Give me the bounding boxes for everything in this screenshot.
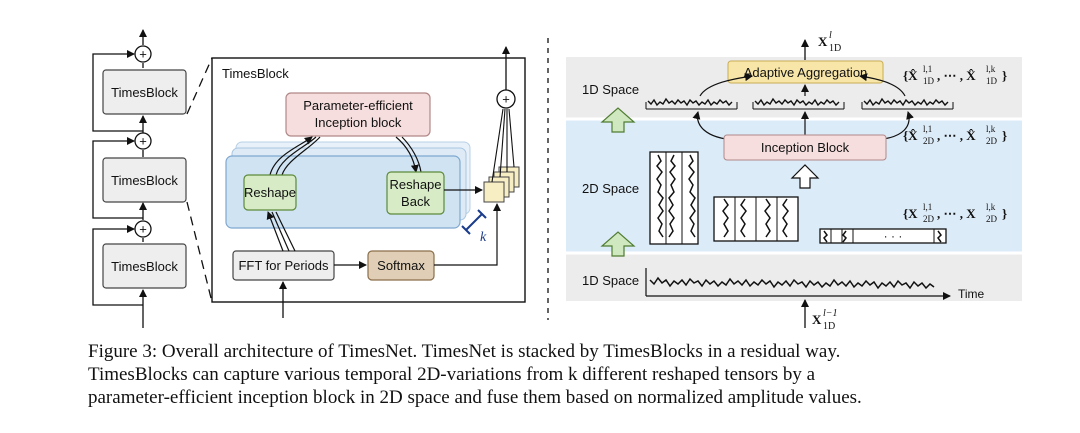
svg-text:Reshape: Reshape — [389, 177, 441, 192]
output-label: X l 1D — [818, 30, 841, 54]
svg-text:X: X — [818, 34, 828, 49]
param-efficient-inception-block: Parameter-efficient Inception block — [285, 92, 431, 137]
timesblock-stack: + + + TimesBlock TimesBlock TimesBlock — [92, 29, 187, 328]
k-outputs-stack — [483, 166, 520, 203]
label-2d-space: 2D Space — [582, 181, 639, 196]
aggregate-add — [496, 89, 516, 109]
caption-line-1: Figure 3: Overall architecture of TimesN… — [88, 341, 841, 362]
svg-text:+: + — [139, 222, 147, 237]
right-panel: X l 1D Adaptive Aggregation 1D Space 2D … — [566, 30, 1022, 332]
svg-text:2D: 2D — [986, 214, 998, 224]
reshape-box: Reshape — [243, 174, 297, 211]
svg-text:1D: 1D — [829, 43, 841, 54]
svg-text:l,1: l,1 — [923, 64, 932, 74]
svg-text:}: } — [1002, 206, 1007, 221]
residual-add-1 — [134, 45, 152, 63]
svg-text:TimesBlock: TimesBlock — [111, 85, 178, 100]
set-1d-hat: {X̂ l,1 1D , ⋯ , X̂ l,k 1D } — [903, 64, 1007, 86]
figure-caption: Figure 3: Overall architecture of TimesN… — [88, 340, 1018, 409]
svg-text:1D: 1D — [923, 76, 935, 86]
timesblock-bottom: TimesBlock — [102, 243, 187, 289]
svg-text:, ⋯ , X: , ⋯ , X — [937, 206, 976, 221]
tensor-2d-1 — [649, 151, 699, 245]
timesblock-detail: TimesBlock + Parameter-efficient Incepti… — [211, 46, 526, 318]
svg-text:l,k: l,k — [986, 202, 996, 212]
svg-text:X: X — [812, 312, 822, 327]
svg-text:Inception block: Inception block — [315, 115, 402, 130]
svg-text:1D: 1D — [986, 76, 998, 86]
input-1d-series: Time — [645, 268, 985, 301]
svg-text:Adaptive Aggregation: Adaptive Aggregation — [744, 65, 868, 80]
inception-block-box: Inception Block — [723, 134, 887, 161]
timesblock-top: TimesBlock — [102, 69, 187, 115]
input-label: X l−1 1D — [812, 308, 838, 332]
svg-text:+: + — [139, 134, 147, 149]
svg-text:l,1: l,1 — [923, 124, 932, 134]
k-indicator: k — [461, 209, 487, 245]
reconstructed-1d-series — [645, 73, 954, 110]
svg-text:}: } — [1002, 68, 1007, 83]
svg-text:l: l — [829, 30, 832, 41]
svg-text:2D: 2D — [923, 136, 935, 146]
caption-line-3: parameter-efficient inception block in 2… — [88, 387, 862, 408]
svg-text:Inception Block: Inception Block — [761, 140, 850, 155]
hollow-up-arrow-icon — [790, 164, 820, 189]
svg-text:{X: {X — [903, 206, 918, 221]
svg-text:FFT for Periods: FFT for Periods — [238, 258, 329, 273]
svg-text:k: k — [480, 230, 487, 245]
label-1d-space-bottom: 1D Space — [582, 273, 639, 288]
svg-text:, ⋯ , X̂: , ⋯ , X̂ — [937, 68, 976, 83]
svg-text:Back: Back — [401, 194, 430, 209]
tensor-2d-k: · · · — [819, 228, 947, 244]
svg-text:TimesBlock: TimesBlock — [111, 173, 178, 188]
time-axis-label: Time — [958, 287, 985, 301]
svg-text:l,k: l,k — [986, 64, 996, 74]
svg-text:1D: 1D — [823, 321, 835, 332]
svg-text:}: } — [1002, 128, 1007, 143]
label-1d-space-top: 1D Space — [582, 82, 639, 97]
detail-title: TimesBlock — [222, 66, 289, 81]
svg-text:{X̂: {X̂ — [903, 68, 918, 83]
svg-text:2D: 2D — [986, 136, 998, 146]
reshape-back-box: Reshape Back — [386, 171, 445, 215]
fft-for-periods-box: FFT for Periods — [232, 250, 335, 281]
zoom-line-bottom — [186, 201, 213, 303]
set-2d: {X l,1 2D , ⋯ , X l,k 2D } — [903, 202, 1007, 224]
timesblock-middle: TimesBlock — [102, 157, 187, 203]
svg-text:{X̂: {X̂ — [903, 128, 918, 143]
svg-text:· · ·: · · · — [884, 229, 903, 243]
timesnet-architecture-diagram: + + + TimesBlock TimesBlock TimesBlock T… — [92, 29, 1022, 332]
residual-add-2 — [134, 132, 152, 150]
svg-text:Softmax: Softmax — [377, 258, 425, 273]
up-arrow-icon — [600, 107, 636, 133]
zoom-line-top — [186, 57, 213, 115]
svg-text:l,1: l,1 — [923, 202, 932, 212]
svg-text:+: + — [502, 92, 510, 107]
set-2d-hat: {X̂ l,1 2D , ⋯ , X̂ l,k 2D } — [903, 124, 1007, 146]
softmax-box: Softmax — [367, 250, 435, 281]
adaptive-aggregation-box: Adaptive Aggregation — [727, 60, 884, 84]
tensor-2d-2 — [713, 196, 799, 242]
svg-text:2D: 2D — [923, 214, 935, 224]
svg-text:, ⋯ , X̂: , ⋯ , X̂ — [937, 128, 976, 143]
svg-text:+: + — [139, 47, 147, 62]
svg-text:l−1: l−1 — [823, 308, 838, 319]
svg-text:Reshape: Reshape — [244, 185, 296, 200]
residual-add-3 — [134, 220, 152, 238]
svg-text:Parameter-efficient: Parameter-efficient — [303, 98, 413, 113]
caption-line-2: TimesBlocks can capture various temporal… — [88, 364, 816, 385]
up-arrow-icon — [600, 231, 636, 257]
svg-text:l,k: l,k — [986, 124, 996, 134]
svg-text:TimesBlock: TimesBlock — [111, 259, 178, 274]
